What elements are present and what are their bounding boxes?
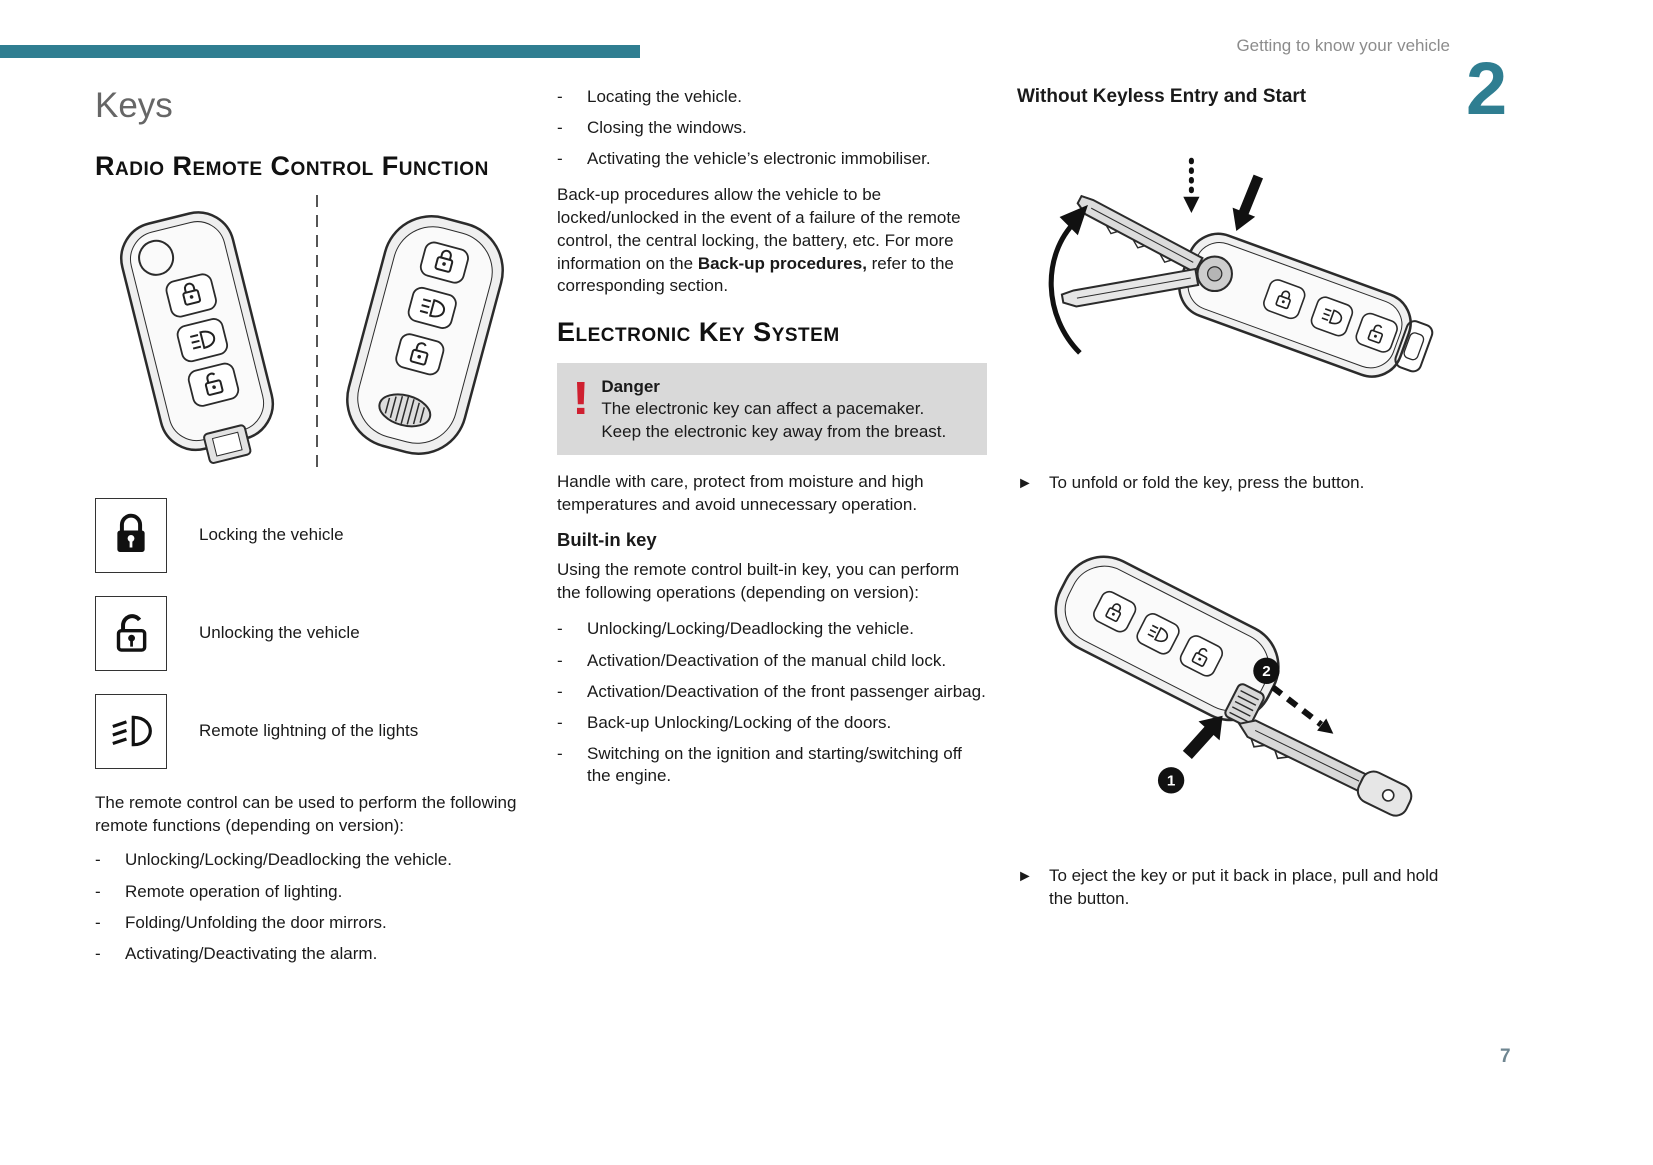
list-item: Locating the vehicle. <box>557 86 987 108</box>
accent-bar <box>0 45 640 58</box>
dash-bullet <box>95 943 125 965</box>
dash-bullet <box>95 849 125 871</box>
legend-row-lights: Remote lightning of the lights <box>95 693 523 769</box>
list-item: Activating the vehicle’s electronic immo… <box>557 148 987 170</box>
instruction-text: To unfold or fold the key, press the but… <box>1049 473 1365 493</box>
care-paragraph: Handle with care, protect from moisture … <box>557 472 924 515</box>
legend-row-unlock: Unlocking the vehicle <box>95 595 523 671</box>
arrow-bullet-icon: ► <box>1017 868 1033 886</box>
dash-bullet <box>95 881 125 903</box>
dash-bullet <box>557 86 587 108</box>
right-column: Without Keyless Entry and Start <box>1017 86 1453 921</box>
dash-bullet <box>557 712 587 734</box>
remote-function-list: Unlocking/Locking/Deadlocking the vehicl… <box>95 849 523 964</box>
page-title: Keys <box>95 86 173 125</box>
remote-function-list-continued: Locating the vehicle. Closing the window… <box>557 86 987 170</box>
figure-badge-1: 1 <box>1167 772 1176 789</box>
dash-bullet <box>557 681 587 703</box>
running-header: Getting to know your vehicle <box>1236 36 1450 55</box>
backup-paragraph: Back-up procedures allow the vehicle to … <box>557 185 961 296</box>
button-legend: Locking the vehicle Unlocking the vehicl… <box>95 497 523 769</box>
left-column: Keys Radio Remote Control Function <box>95 86 523 974</box>
remote-controls-drawing <box>120 194 504 473</box>
legend-label: Remote lightning of the lights <box>199 721 419 741</box>
headlight-beam-icon <box>95 693 167 769</box>
builtin-paragraph: Using the remote control built-in key, y… <box>557 559 960 602</box>
list-item: Switching on the ignition and starting/s… <box>557 743 987 787</box>
dash-bullet <box>557 618 587 640</box>
legend-label: Locking the vehicle <box>199 525 344 545</box>
arrow-bullet-icon: ► <box>1017 475 1033 493</box>
danger-title: Danger <box>601 377 660 397</box>
dash-bullet <box>95 912 125 934</box>
list-item: Unlocking/Locking/Deadlocking the vehicl… <box>95 849 523 871</box>
remote-intro-paragraph: The remote control can be used to perfor… <box>95 792 517 835</box>
dash-bullet <box>557 650 587 672</box>
dash-bullet <box>557 117 587 139</box>
danger-exclamation-icon: ! <box>572 372 590 425</box>
list-item: Back-up Unlocking/Locking of the doors. <box>557 712 987 734</box>
page-number: 7 <box>1500 1046 1511 1067</box>
instruction-text: To eject the key or put it back in place… <box>1049 866 1439 908</box>
key-unfold-figure <box>1017 142 1453 446</box>
builtin-key-list: Unlocking/Locking/Deadlocking the vehicl… <box>557 618 987 787</box>
key-blade-eject-figure: 1 2 <box>1017 537 1453 841</box>
danger-box: ! Danger The electronic key can affect a… <box>557 363 987 456</box>
dash-bullet <box>557 148 587 170</box>
list-item: Activating/Deactivating the alarm. <box>95 943 523 965</box>
open-padlock-icon <box>95 595 167 671</box>
danger-text: The electronic key can affect a pacemake… <box>601 399 925 419</box>
dash-bullet <box>557 743 587 787</box>
legend-row-lock: Locking the vehicle <box>95 497 523 573</box>
key-blade-eject-drawing: 1 2 <box>1054 555 1413 817</box>
chapter-number: 2 <box>1466 47 1507 130</box>
closed-padlock-icon <box>95 497 167 573</box>
section-heading-radio-remote: Radio Remote Control Function <box>95 151 489 181</box>
without-keyless-heading: Without Keyless Entry and Start <box>1017 86 1307 107</box>
instruction-eject: ► To eject the key or put it back in pla… <box>1017 865 1453 911</box>
list-item: Remote operation of lighting. <box>95 881 523 903</box>
key-unfold-drawing <box>1048 157 1434 378</box>
remote-controls-figure <box>95 193 523 478</box>
list-item: Folding/Unfolding the door mirrors. <box>95 912 523 934</box>
legend-label: Unlocking the vehicle <box>199 623 360 643</box>
instruction-unfold: ► To unfold or fold the key, press the b… <box>1017 472 1453 495</box>
list-item: Closing the windows. <box>557 117 987 139</box>
builtin-key-heading: Built-in key <box>557 528 657 550</box>
danger-text: Keep the electronic key away from the br… <box>601 421 947 441</box>
list-item: Unlocking/Locking/Deadlocking the vehicl… <box>557 618 987 640</box>
middle-column: Locating the vehicle. Closing the window… <box>557 86 987 796</box>
list-item: Activation/Deactivation of the front pas… <box>557 681 987 703</box>
section-heading-electronic-key: Electronic Key System <box>557 317 840 348</box>
list-item: Activation/Deactivation of the manual ch… <box>557 650 987 672</box>
figure-badge-2: 2 <box>1262 663 1270 680</box>
